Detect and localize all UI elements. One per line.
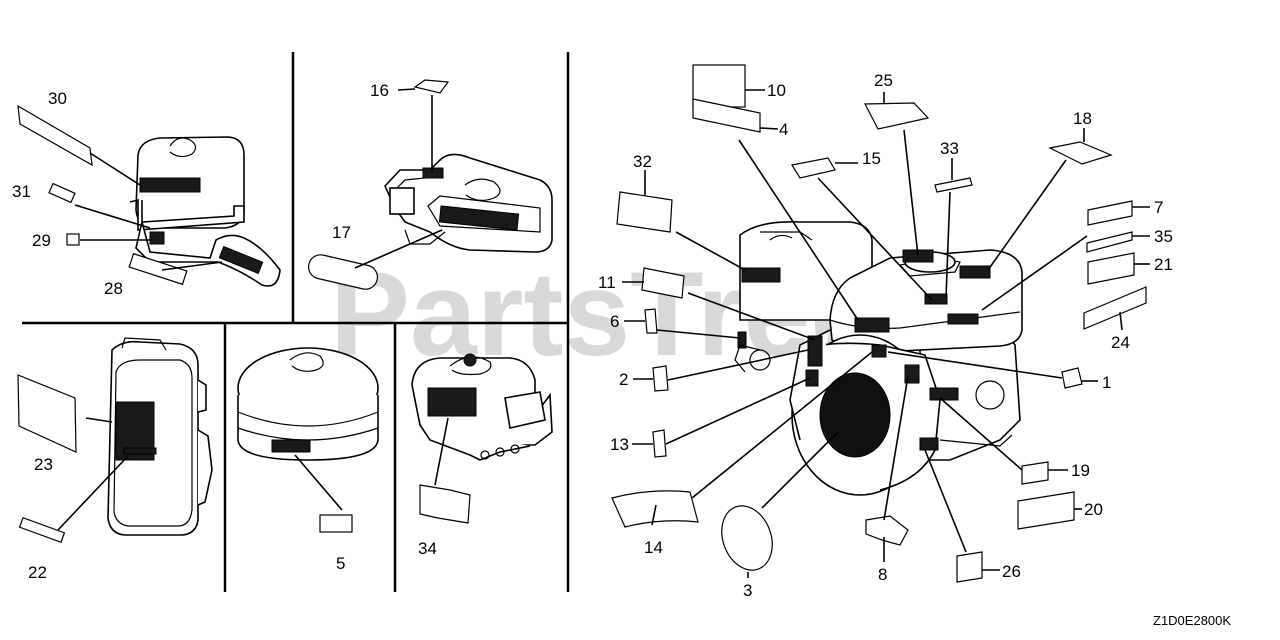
callout-labels: 30 31 29 28 16 17 23 22 5 34 10 4 32 11 … (12, 71, 1173, 600)
decal-15 (791, 157, 836, 179)
leaders-panel-d (294, 454, 343, 511)
callout-25: 25 (874, 71, 893, 90)
decal-18 (1048, 141, 1113, 165)
callout-7: 7 (1154, 198, 1163, 217)
engine-drawing (734, 220, 1023, 496)
callout-21: 21 (1154, 255, 1173, 274)
callout-33: 33 (940, 139, 959, 158)
decal-19 (1021, 461, 1049, 485)
decal-21 (1087, 252, 1135, 285)
callout-8: 8 (878, 565, 887, 584)
callout-1: 1 (1102, 373, 1111, 392)
callout-31: 31 (12, 182, 31, 201)
decal-13 (652, 429, 667, 458)
callout-10: 10 (767, 81, 786, 100)
decals-panel-d (319, 514, 353, 533)
decal-30 (17, 104, 93, 167)
decal-1 (1061, 367, 1083, 389)
callout-26: 26 (1002, 562, 1021, 581)
leaders-panel-e (434, 417, 449, 486)
decals-panel-c (17, 374, 77, 543)
fuel-tank-drawing (384, 153, 553, 253)
decal-28 (128, 252, 188, 286)
callout-16: 16 (370, 81, 389, 100)
decal-4 (692, 98, 761, 133)
decals-panel-e (419, 484, 471, 524)
callout-17: 17 (332, 223, 351, 242)
decal-34 (419, 484, 471, 524)
decal-5 (319, 514, 353, 533)
diagram-code: Z1D0E2800K (1153, 613, 1231, 628)
callout-23: 23 (34, 455, 53, 474)
callout-15: 15 (862, 149, 881, 168)
decal-31 (48, 182, 76, 204)
square-air-cleaner-drawing (411, 353, 553, 461)
callout-35: 35 (1154, 227, 1173, 246)
callout-6: 6 (610, 312, 619, 331)
decals-panel-a (17, 104, 188, 286)
leaders-panel-a (74, 152, 223, 271)
decal-29 (66, 233, 80, 246)
callout-24: 24 (1111, 333, 1130, 352)
leaders-panel-b (354, 88, 443, 269)
decals-engine (611, 64, 1147, 583)
decal-6 (644, 308, 658, 334)
decal-2 (652, 365, 669, 392)
decal-7 (1087, 200, 1133, 226)
oval-air-cleaner-drawing (237, 347, 379, 461)
tall-air-cleaner-drawing (107, 337, 213, 536)
decal-8 (865, 515, 909, 546)
callout-5: 5 (336, 554, 345, 573)
callout-32: 32 (633, 152, 652, 171)
callout-30: 30 (48, 89, 67, 108)
decal-16 (413, 79, 450, 94)
callout-11: 11 (598, 273, 616, 292)
callout-20: 20 (1084, 500, 1103, 519)
panel-separators (22, 52, 570, 592)
callout-34: 34 (418, 539, 437, 558)
air-cleaner-intake-drawing (129, 136, 281, 287)
callout-19: 19 (1071, 461, 1090, 480)
leaders-panel-c (57, 417, 129, 531)
decal-22 (18, 517, 66, 543)
callout-13: 13 (610, 435, 629, 454)
callout-29: 29 (32, 231, 51, 250)
decals-panel-b (307, 79, 450, 290)
decal-17 (307, 254, 379, 290)
callout-28: 28 (104, 279, 123, 298)
decal-32 (616, 191, 673, 233)
decal-24 (1083, 286, 1147, 330)
decal-25 (864, 102, 930, 130)
callout-3: 3 (743, 581, 752, 600)
callout-22: 22 (28, 563, 47, 582)
decal-20 (1017, 491, 1075, 530)
callout-18: 18 (1073, 109, 1092, 128)
decal-3 (721, 505, 773, 571)
callout-14: 14 (644, 538, 663, 557)
callout-2: 2 (619, 370, 628, 389)
decal-33 (934, 177, 973, 193)
decal-35 (1086, 231, 1133, 253)
decal-23 (17, 374, 77, 453)
leaders-engine (622, 89, 1150, 578)
callout-4: 4 (779, 120, 788, 139)
decal-26 (956, 551, 983, 583)
